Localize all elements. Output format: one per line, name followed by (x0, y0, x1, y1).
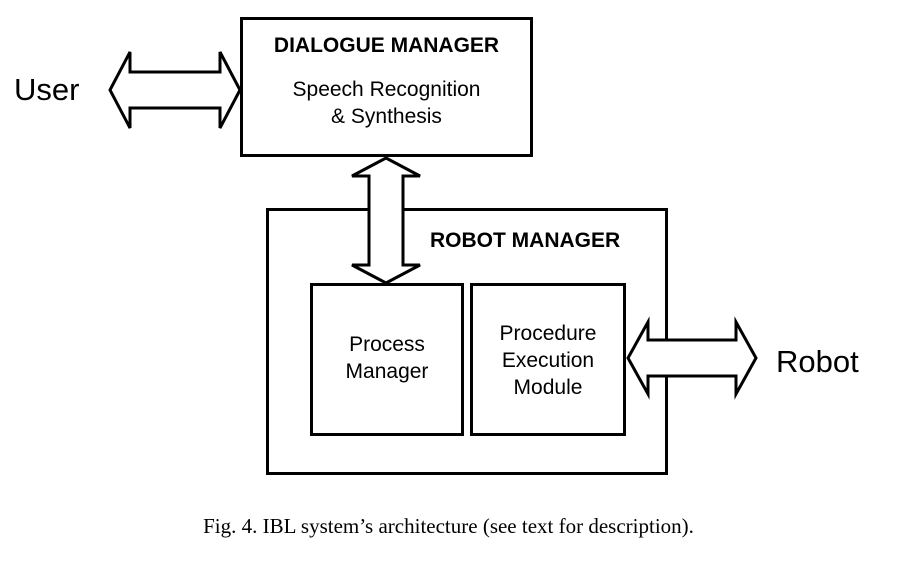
procedure-execution-line1: Procedure (499, 322, 597, 345)
procedure-execution-module-label: Procedure Execution Module (470, 320, 626, 401)
dialogue-manager-title: DIALOGUE MANAGER (273, 34, 500, 57)
dialogue-manager-line2: & Synthesis (331, 105, 442, 128)
robot-label: Robot (776, 344, 859, 379)
dialogue-manager-box (240, 17, 533, 157)
process-manager-line1: Process (349, 333, 425, 356)
procedure-execution-module-box (470, 283, 626, 436)
dialogue-manager-line1: Speech Recognition (292, 78, 481, 101)
dialogue-manager-subtitle: Speech Recognition & Synthesis (240, 76, 533, 130)
process-manager-line2: Manager (345, 360, 429, 383)
process-manager-box (310, 283, 464, 436)
process-manager-label: Process Manager (310, 331, 464, 385)
robot-manager-title: ROBOT MANAGER (430, 229, 621, 252)
figure-caption: Fig. 4. IBL system’s architecture (see t… (203, 514, 694, 538)
procedure-execution-line2: Execution (501, 349, 595, 372)
user-label: User (14, 72, 80, 107)
procedure-execution-line3: Module (513, 376, 583, 399)
